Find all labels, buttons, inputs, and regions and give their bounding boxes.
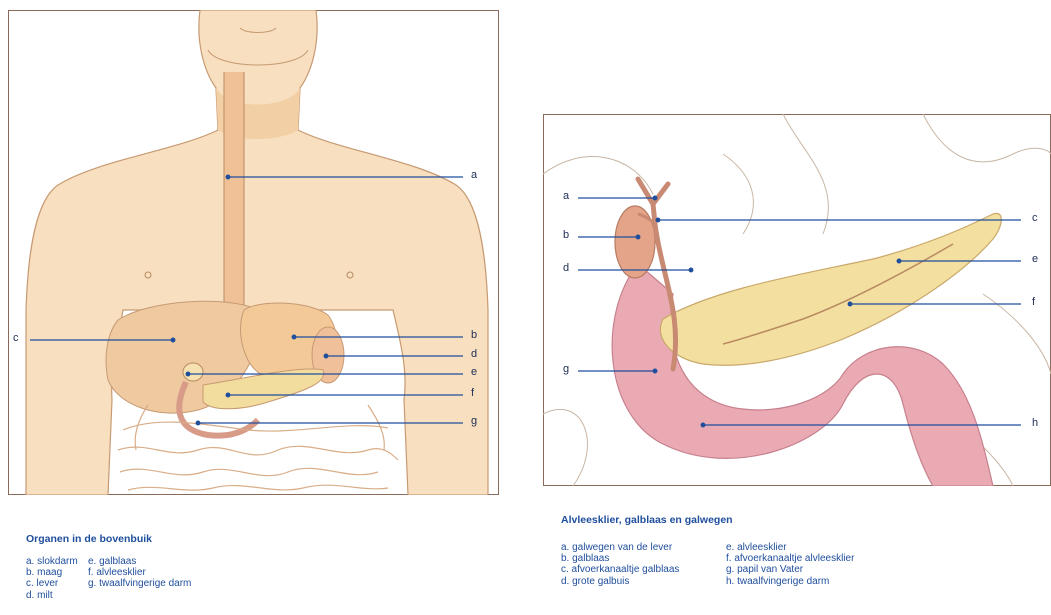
pancreas-gallbladder-illustration: a b d g c e f h	[543, 114, 1051, 486]
legend-item: a. galwegen van de lever	[561, 542, 679, 553]
label-right-b: b	[563, 230, 569, 241]
legend-item: d. milt	[26, 590, 78, 601]
label-right-g: g	[563, 364, 569, 375]
left-legend-col1: a. slokdarm b. maag c. lever d. milt	[26, 556, 78, 601]
label-right-c: c	[1032, 213, 1038, 224]
legend-item: e. alvleesklier	[726, 542, 854, 553]
label-left-b: b	[471, 330, 477, 341]
legend-item: e. galblaas	[88, 556, 191, 567]
right-caption-title: Alvleesklier, galblaas en galwegen	[561, 514, 733, 526]
upper-abdomen-illustration: a c b d e f g	[8, 10, 499, 495]
legend-item: f. afvoerkanaaltje alvleesklier	[726, 553, 854, 564]
label-right-f: f	[1032, 297, 1035, 308]
gallbladder-shape	[183, 363, 203, 381]
legend-item: g. twaalfvingerige darm	[88, 578, 191, 589]
esophagus-shape	[224, 72, 244, 310]
label-left-e: e	[471, 367, 477, 378]
legend-item: b. galblaas	[561, 553, 679, 564]
legend-item: c. lever	[26, 578, 78, 589]
label-right-d: d	[563, 263, 569, 274]
legend-item: b. maag	[26, 567, 78, 578]
legend-item: g. papil van Vater	[726, 564, 854, 575]
label-left-d: d	[471, 349, 477, 360]
legend-item: f. alvleesklier	[88, 567, 191, 578]
label-left-g: g	[471, 416, 477, 427]
gallbladder	[615, 206, 655, 278]
label-right-h: h	[1032, 418, 1038, 429]
label-left-f: f	[471, 388, 474, 399]
legend-item: h. twaalfvingerige darm	[726, 576, 854, 587]
torso-drawing	[8, 10, 499, 495]
label-right-e: e	[1032, 254, 1038, 265]
right-legend-col1: a. galwegen van de lever b. galblaas c. …	[561, 542, 679, 587]
left-caption-title: Organen in de bovenbuik	[26, 533, 152, 545]
legend-item: a. slokdarm	[26, 556, 78, 567]
legend-item: c. afvoerkanaaltje galblaas	[561, 564, 679, 575]
label-right-a: a	[563, 191, 569, 202]
right-legend-col2: e. alvleesklier f. afvoerkanaaltje alvle…	[726, 542, 854, 587]
label-left-c: c	[13, 333, 19, 344]
pancreas-drawing	[543, 114, 1051, 486]
legend-item: d. grote galbuis	[561, 576, 679, 587]
left-legend-col2: e. galblaas f. alvleesklier g. twaalfvin…	[88, 556, 191, 590]
label-left-a: a	[471, 170, 477, 181]
